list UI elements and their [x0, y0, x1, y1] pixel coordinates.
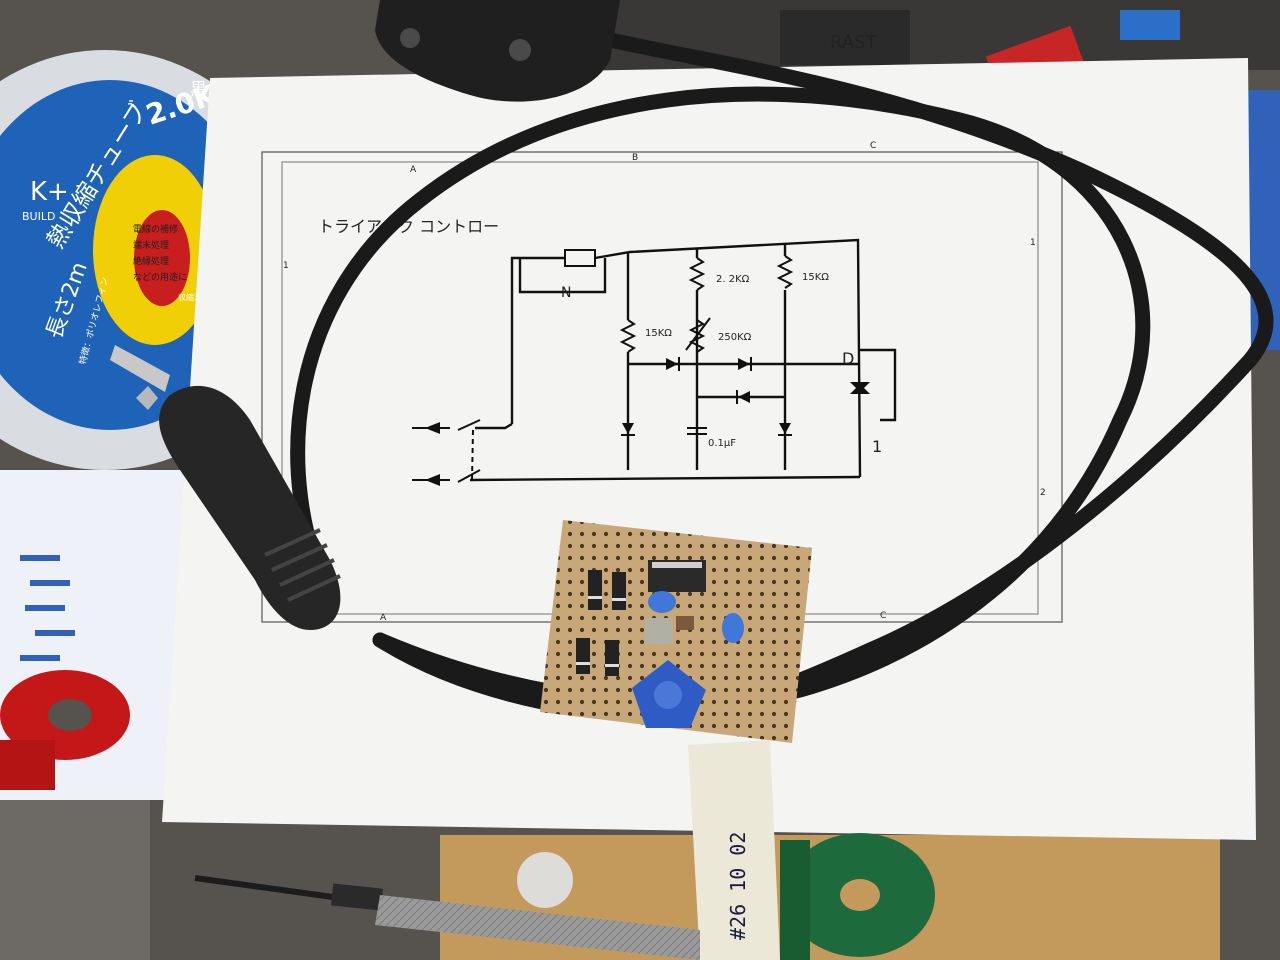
- paper-tag: #26 10 02: [688, 740, 780, 960]
- resistor-1-value: 15KΩ: [645, 328, 672, 339]
- border-letter-top-a: A: [410, 165, 417, 175]
- border-number-left-1: 1: [283, 261, 289, 271]
- border-letter-bottom-a: A: [380, 613, 387, 623]
- color-badge: 黒: [190, 80, 207, 100]
- cap-value: 0.1μF: [708, 438, 736, 449]
- protoboard: [540, 520, 812, 743]
- shrink-note: 収縮温度: [178, 292, 210, 302]
- fuse-mark: N: [561, 285, 571, 301]
- power-plug: [110, 345, 341, 630]
- border-letter-bottom-c: C: [880, 611, 886, 621]
- rast-label: RAST: [830, 32, 878, 53]
- load-mark-2: 1: [872, 437, 882, 456]
- red-clips: [0, 670, 130, 790]
- capacitor-component: [645, 618, 673, 644]
- schematic-title: トライアック コントロー: [318, 217, 499, 236]
- resistor-2-value: 2. 2KΩ: [716, 274, 750, 285]
- border-number-right-1: 1: [1030, 238, 1036, 248]
- feature-line-3: 絶縁処理: [133, 255, 169, 267]
- load-mark-1: D: [842, 349, 854, 368]
- border-number-right-2: 2: [1040, 488, 1046, 498]
- border-letter-top-b: B: [632, 153, 638, 163]
- feature-line-1: 電線の補修: [133, 223, 178, 235]
- pot-value: 250KΩ: [718, 332, 752, 343]
- tag-number: #26 10 02: [726, 832, 750, 940]
- feature-line-4: などの用途に: [133, 271, 187, 283]
- resistor-3-value: 15KΩ: [802, 272, 829, 283]
- green-spool: [780, 833, 935, 960]
- brand-name: BUILD: [22, 210, 55, 223]
- border-letter-top-c: C: [870, 141, 876, 151]
- screwdriver: [194, 875, 700, 960]
- brand-mark: K+: [30, 177, 69, 207]
- cord-socket: [375, 0, 620, 102]
- feature-line-2: 端末処理: [133, 239, 169, 251]
